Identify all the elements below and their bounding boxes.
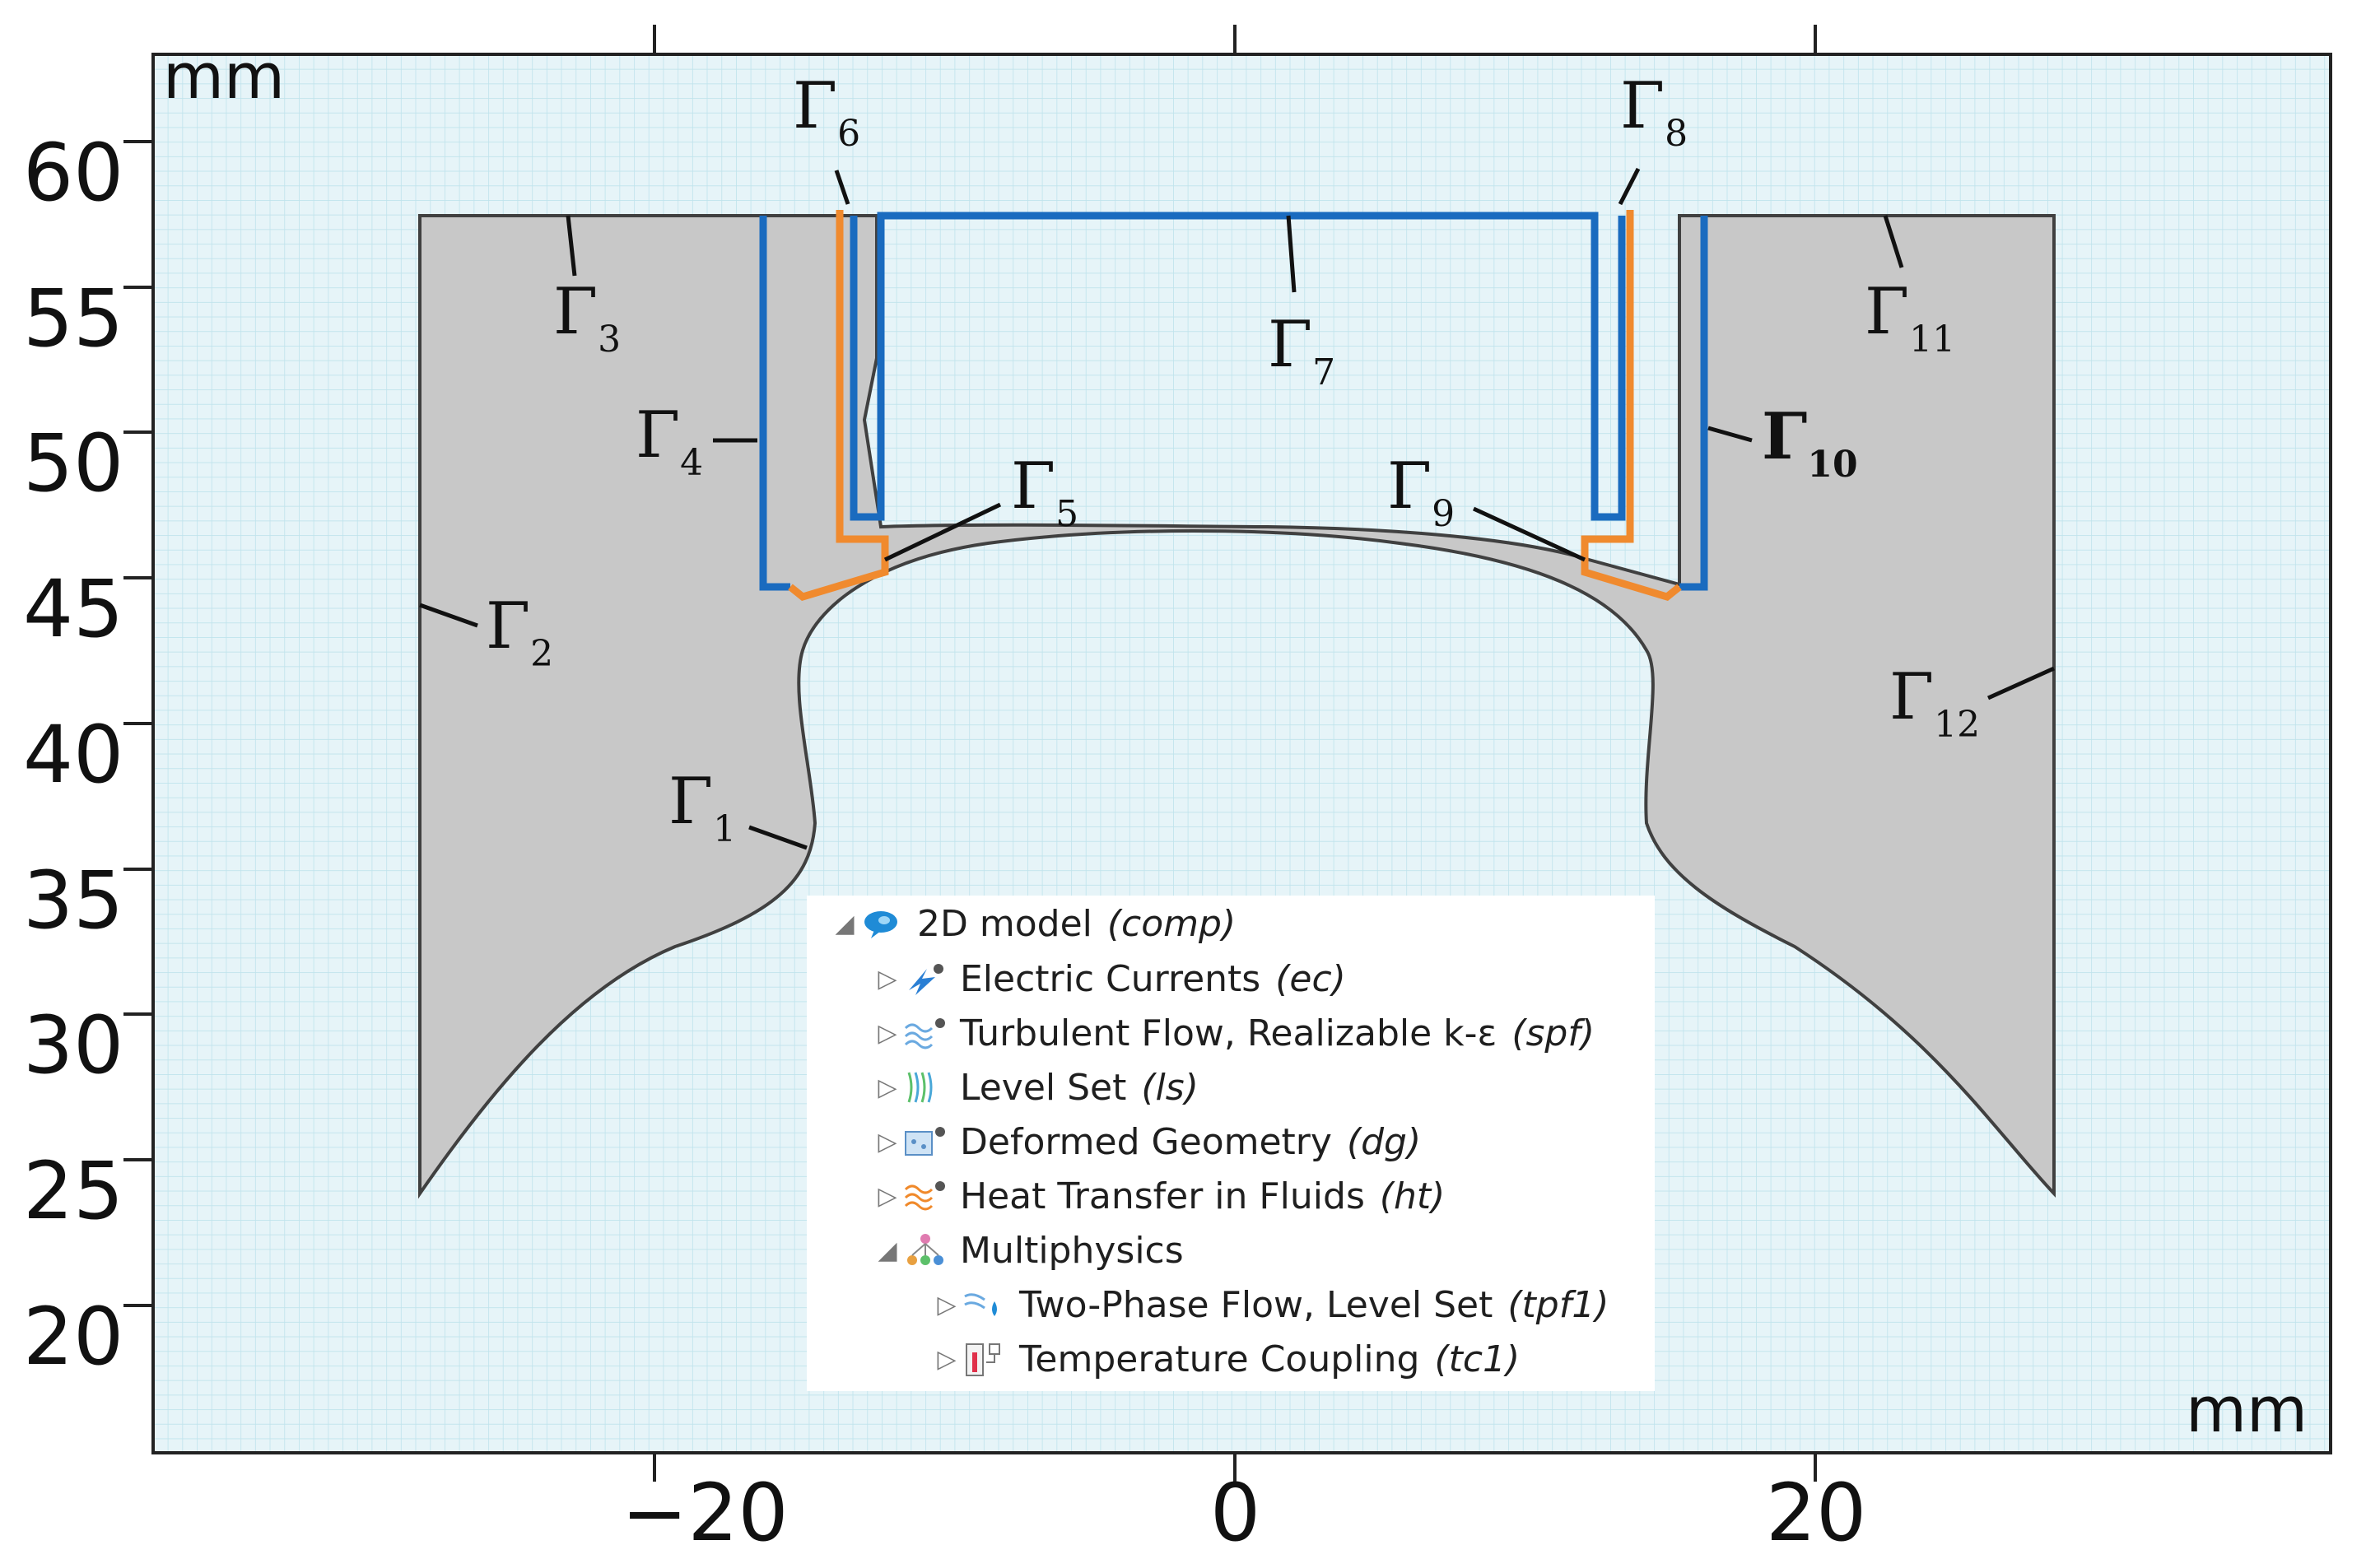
boundary-label-gamma-8: Γ8 xyxy=(1620,69,1688,155)
axis-ticks xyxy=(123,25,1817,1482)
y-tick-label: 20 xyxy=(23,1291,124,1383)
collapse-caret-icon[interactable]: ◢ xyxy=(878,1236,897,1265)
x-tick-label: 0 xyxy=(1210,1467,1261,1559)
y-tick-label: 50 xyxy=(23,417,124,510)
boundary-label-gamma-9: Γ9 xyxy=(1387,449,1455,535)
tree-node-tag: (dg) xyxy=(1346,1120,1422,1163)
plot-frame xyxy=(151,53,2332,1454)
boundary-label-gamma-3: Γ3 xyxy=(553,275,622,361)
model-icon xyxy=(859,905,906,942)
tree-node-deformed-geometry[interactable]: ▷ Deformed Geometry (dg) xyxy=(873,1117,1421,1166)
electric-currents-icon xyxy=(902,961,948,997)
y-tick-label: 60 xyxy=(23,127,124,219)
y-tick-label: 55 xyxy=(23,272,124,365)
y-tick-label: 30 xyxy=(23,999,124,1091)
expand-caret-icon[interactable]: ▷ xyxy=(937,1344,957,1374)
expand-caret-icon[interactable]: ▷ xyxy=(937,1290,957,1319)
tree-node-label: Level Set xyxy=(960,1066,1127,1109)
tree-node-label: 2D model xyxy=(917,902,1092,945)
tree-node-tag: (ec) xyxy=(1275,957,1346,1000)
tree-node-level-set[interactable]: ▷ Level Set (ls) xyxy=(873,1063,1199,1112)
tree-node-tag: (spf) xyxy=(1511,1012,1595,1054)
collapse-caret-icon[interactable]: ◢ xyxy=(835,909,855,938)
tree-node-tag: (comp) xyxy=(1106,902,1237,945)
blue-boundaries xyxy=(759,212,1708,591)
tree-node-tag: (ls) xyxy=(1141,1066,1199,1109)
boundary-label-gamma-7: Γ7 xyxy=(1268,308,1336,393)
boundary-label-gamma-5: Γ5 xyxy=(1011,449,1079,535)
turbulent-flow-icon xyxy=(902,1015,948,1051)
boundary-label-gamma-4: Γ4 xyxy=(636,398,704,484)
expand-caret-icon[interactable]: ▷ xyxy=(878,1073,897,1102)
temperature-coupling-icon xyxy=(962,1341,1008,1377)
expand-caret-icon[interactable]: ▷ xyxy=(878,1018,897,1048)
boundary-label-gamma-1: Γ1 xyxy=(668,765,737,850)
model-builder-tree: ◢ 2D model (comp) ▷ Electric Currents (e… xyxy=(807,896,1655,1391)
y-axis-unit: mm xyxy=(163,40,286,113)
tree-node-heat-transfer[interactable]: ▷ Heat Transfer in Fluids (ht) xyxy=(873,1171,1445,1221)
x-tick-label: −20 xyxy=(622,1467,789,1559)
tree-node-multiphysics[interactable]: ◢ Multiphysics xyxy=(873,1226,1199,1275)
tree-node-tag: (ht) xyxy=(1379,1175,1446,1217)
boundary-label-gamma-12: Γ12 xyxy=(1889,660,1981,746)
boundary-label-gamma-2: Γ2 xyxy=(486,589,554,675)
tree-node-tag: (tpf1) xyxy=(1507,1283,1609,1326)
multiphysics-icon xyxy=(902,1232,948,1268)
tree-node-electric-currents[interactable]: ▷ Electric Currents (ec) xyxy=(873,954,1346,1003)
y-tick-label: 40 xyxy=(23,709,124,801)
y-tick-label: 35 xyxy=(23,854,124,947)
electrode-domain[interactable] xyxy=(418,214,2056,1199)
x-axis-unit: mm xyxy=(2186,1373,2308,1446)
tree-node-label: Deformed Geometry xyxy=(960,1120,1332,1163)
tree-node-turbulent-flow[interactable]: ▷ Turbulent Flow, Realizable k-ε (spf) xyxy=(873,1008,1595,1058)
tree-node-2d-model[interactable]: ◢ 2D model (comp) xyxy=(830,899,1236,948)
two-phase-flow-icon xyxy=(962,1287,1008,1323)
boundary-label-gamma-6: Γ6 xyxy=(793,69,861,155)
tree-node-label: Electric Currents xyxy=(960,957,1261,1000)
tree-node-temperature-coupling[interactable]: ▷ Temperature Coupling (tc1) xyxy=(932,1334,1520,1384)
expand-caret-icon[interactable]: ▷ xyxy=(878,1181,897,1211)
boundary-label-gamma-11: Γ11 xyxy=(1865,275,1956,361)
tree-node-label: Two-Phase Flow, Level Set xyxy=(1019,1283,1493,1326)
expand-caret-icon[interactable]: ▷ xyxy=(878,964,897,994)
y-tick-label: 25 xyxy=(23,1145,124,1237)
orange-boundaries xyxy=(788,210,1682,601)
tree-node-label: Turbulent Flow, Realizable k-ε xyxy=(960,1012,1497,1054)
deformed-geometry-icon xyxy=(902,1124,948,1160)
tree-node-tag: (tc1) xyxy=(1434,1338,1521,1380)
heat-transfer-icon xyxy=(902,1178,948,1214)
expand-caret-icon[interactable]: ▷ xyxy=(878,1127,897,1156)
x-tick-label: 20 xyxy=(1766,1467,1867,1559)
tree-node-label: Multiphysics xyxy=(960,1229,1184,1272)
boundary-label-gamma-10: Γ10 xyxy=(1762,399,1858,486)
leader-lines xyxy=(419,167,2056,850)
tree-node-two-phase-flow[interactable]: ▷ Two-Phase Flow, Level Set (tpf1) xyxy=(932,1280,1609,1329)
y-tick-label: 45 xyxy=(23,563,124,655)
tree-node-label: Heat Transfer in Fluids xyxy=(960,1175,1365,1217)
tree-node-label: Temperature Coupling xyxy=(1019,1338,1420,1380)
level-set-icon xyxy=(902,1069,948,1105)
